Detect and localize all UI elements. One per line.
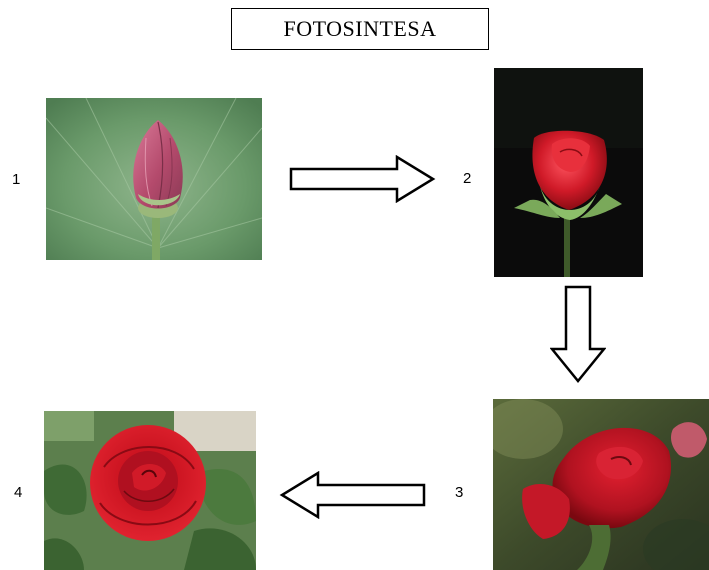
diagram-title: FOTOSINTESA <box>231 8 489 50</box>
arrow-down-icon <box>550 285 606 383</box>
step-label-3: 3 <box>455 484 463 501</box>
step-label-4: 4 <box>14 484 22 501</box>
arrow-left-icon <box>278 471 426 519</box>
half-open-rose-image <box>493 399 709 570</box>
step-label-1: 1 <box>12 171 20 188</box>
step-label-2: 2 <box>463 170 471 187</box>
arrow-right-icon <box>289 155 437 203</box>
lotus-bud-image <box>46 98 262 260</box>
rose-bud-opening-image <box>494 68 643 277</box>
full-bloom-rose-image <box>44 411 256 570</box>
